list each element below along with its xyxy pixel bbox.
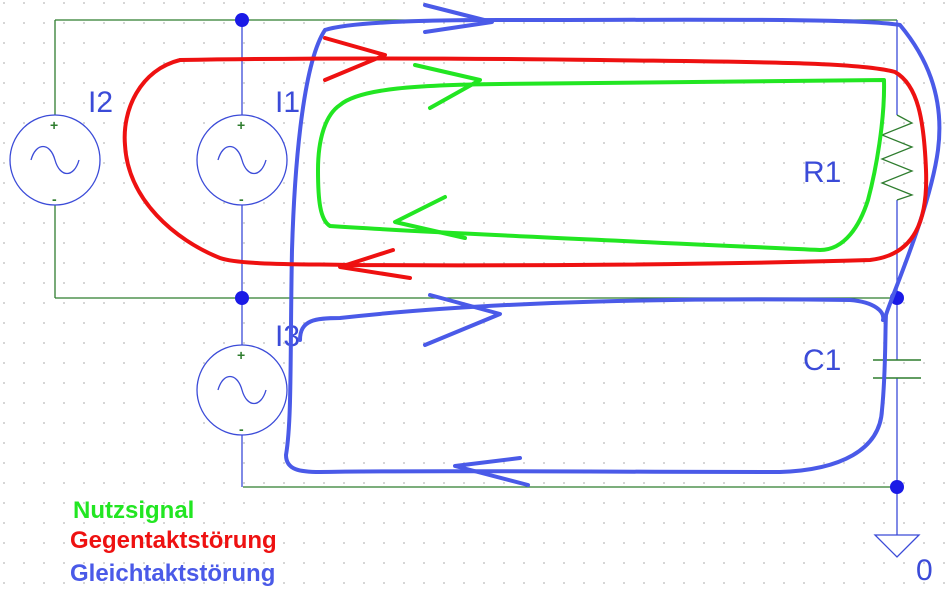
i3-plus: +: [237, 347, 245, 363]
i1-minus: -: [239, 191, 244, 207]
gleichtakt-arrow-bottom: [453, 456, 530, 487]
resistor-r1: [880, 114, 914, 201]
legend-gegentakt: Gegentaktstörung: [70, 527, 277, 554]
source-i1: [196, 114, 288, 206]
ground-symbol: [873, 534, 921, 558]
loop-nutzsignal: [316, 63, 887, 252]
loop-gleichtakt: [284, 3, 942, 487]
label-i2: I2: [88, 86, 113, 119]
label-i3: I3: [275, 320, 300, 353]
label-c1: C1: [803, 344, 841, 377]
gleichtakt-arrow-top: [423, 3, 494, 34]
source-i2: [9, 114, 101, 206]
label-i1: I1: [275, 86, 300, 119]
loop-gegentakt: [122, 36, 929, 280]
sine-icon: [217, 375, 267, 405]
i1-plus: +: [237, 117, 245, 133]
junction-bottom-right: [890, 480, 904, 494]
legend-nutzsignal: Nutzsignal: [73, 497, 194, 524]
label-ground: 0: [916, 554, 933, 587]
gegentakt-arrow-top: [323, 36, 387, 82]
nutzsignal-loop: [316, 78, 887, 252]
legend-gleichtakt: Gleichtaktstörung: [70, 560, 275, 587]
sine-icon: [217, 145, 267, 175]
nutzsignal-arrow-bottom: [393, 195, 467, 240]
label-r1: R1: [803, 156, 841, 189]
junction-top: [235, 13, 249, 27]
gegentakt-loop: [122, 56, 929, 268]
i3-minus: -: [239, 421, 244, 437]
nutzsignal-arrow-top: [413, 63, 482, 110]
junction-mid-left: [235, 291, 249, 305]
source-i3: [196, 344, 288, 436]
gleichtakt-arrow-mid: [423, 293, 502, 347]
gleichtakt-lower-loop: [298, 297, 886, 342]
gegentakt-arrow-bottom: [338, 248, 412, 280]
capacitor-c1: [873, 359, 921, 379]
i2-plus: +: [50, 117, 58, 133]
sine-icon: [30, 145, 80, 175]
i2-minus: -: [52, 191, 57, 207]
gleichtakt-upper-loop: [284, 17, 942, 474]
